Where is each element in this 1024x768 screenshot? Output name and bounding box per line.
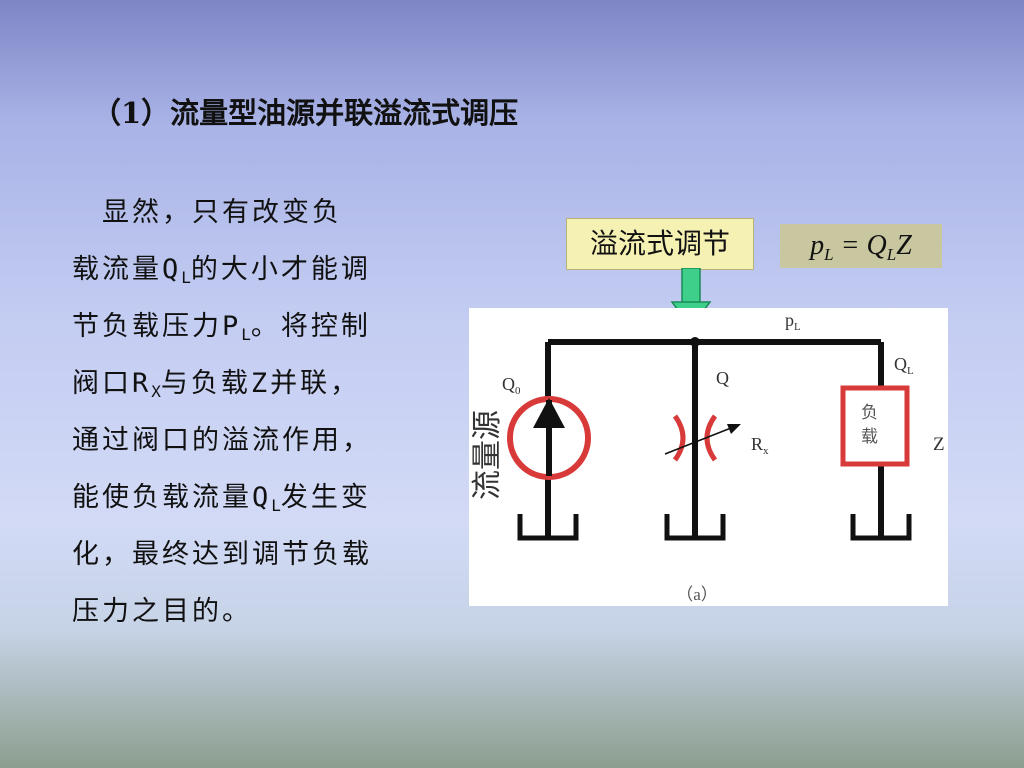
label-pL: pL bbox=[785, 310, 801, 333]
tank-right-icon bbox=[850, 514, 912, 541]
body-text-run: 载流量Q bbox=[72, 254, 182, 285]
body-text-run: 与负载Z并联， bbox=[160, 368, 361, 399]
body-paragraph: 显然，只有改变负载流量QL的大小才能调节负载压力PL。将控制阀口RX与负载Z并联… bbox=[72, 184, 422, 640]
body-line: 阀口RX与负载Z并联， bbox=[72, 355, 422, 412]
diagram-caption: （a） bbox=[676, 585, 718, 604]
variable-arrow-icon bbox=[727, 424, 741, 434]
orifice-left-icon bbox=[672, 414, 686, 462]
body-line: 通过阀口的溢流作用， bbox=[72, 412, 422, 469]
slide-title: （1）流量型油源并联溢流式调压 bbox=[92, 96, 519, 130]
load-box-icon bbox=[840, 385, 910, 467]
overflow-regulation-label: 溢流式调节 bbox=[566, 218, 754, 270]
body-subscript: X bbox=[151, 382, 161, 401]
load-label-bottom: 载 bbox=[861, 427, 878, 447]
orifice-right-icon bbox=[704, 414, 718, 462]
formula-q-sub: L bbox=[886, 245, 897, 264]
body-subscript: L bbox=[181, 268, 191, 287]
body-line: 化，最终达到调节负载 bbox=[72, 526, 422, 583]
body-line: 载流量QL的大小才能调 bbox=[72, 241, 422, 298]
hydraulic-circuit-diagram: pL Q0 Q QL Rx Z 负 载 （a） 流量源 bbox=[469, 308, 948, 606]
body-text-run: 显然，只有改变负 bbox=[72, 197, 342, 228]
body-line: 能使负载流量QL发生变 bbox=[72, 469, 422, 526]
label-Rx: Rx bbox=[751, 434, 769, 457]
label-QL: QL bbox=[894, 354, 914, 377]
body-line: 压力之目的。 bbox=[72, 583, 422, 640]
source-label: 流量源 bbox=[470, 410, 505, 500]
body-subscript: L bbox=[241, 325, 251, 344]
formula-p: p bbox=[810, 230, 825, 261]
body-text-run: 阀口R bbox=[72, 368, 152, 399]
load-label-top: 负 bbox=[861, 403, 878, 423]
formula-eq: = bbox=[833, 230, 867, 261]
body-text-run: 发生变 bbox=[280, 482, 371, 513]
body-subscript: L bbox=[271, 496, 281, 515]
pressure-formula: pL = QLZ bbox=[780, 224, 942, 268]
formula-q: Q bbox=[866, 230, 887, 261]
tank-left-icon bbox=[517, 514, 579, 541]
formula-p-sub: L bbox=[824, 245, 834, 264]
body-text-run: 节负载压力P bbox=[72, 311, 242, 342]
body-text-run: 的大小才能调 bbox=[190, 254, 371, 285]
label-Q0: Q0 bbox=[502, 374, 521, 397]
body-text-run: 。将控制 bbox=[250, 311, 371, 342]
label-Z: Z bbox=[933, 434, 945, 455]
body-text-run: 压力之目的。 bbox=[72, 596, 252, 627]
body-text-run: 能使负载流量Q bbox=[72, 482, 272, 513]
pump-arrow-icon bbox=[533, 398, 565, 428]
tank-middle-icon bbox=[664, 514, 726, 541]
body-line: 节负载压力PL。将控制 bbox=[72, 298, 422, 355]
body-text-run: 通过阀口的溢流作用， bbox=[72, 425, 372, 456]
formula-z: Z bbox=[896, 230, 912, 261]
body-line: 显然，只有改变负 bbox=[72, 184, 422, 241]
body-text-run: 化，最终达到调节负载 bbox=[72, 539, 372, 570]
label-Q: Q bbox=[716, 368, 729, 388]
